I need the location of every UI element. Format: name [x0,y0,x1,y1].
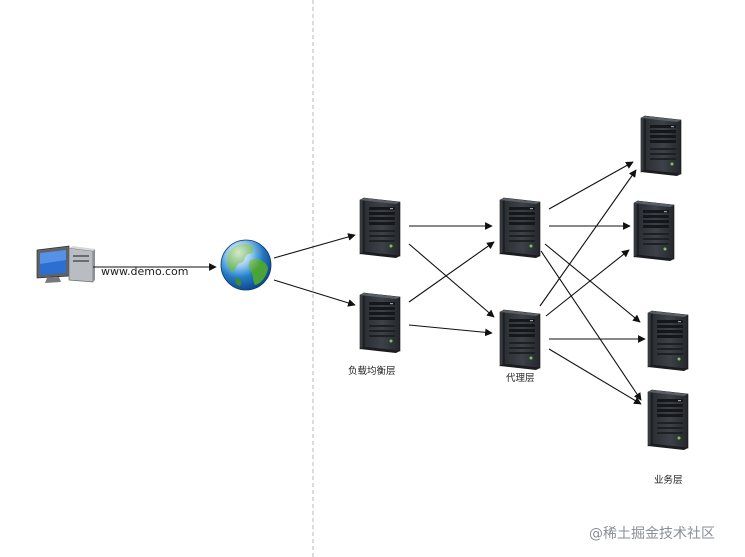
load-balancer-server-icon [359,197,401,259]
url-label: www.demo.com [101,265,188,278]
business-server-icon [640,115,682,177]
arrow-lb2-to-proxy2 [408,324,493,337]
arrow-lb1-to-proxy2 [408,243,495,318]
arrow-proxy2-to-biz2 [545,249,630,317]
client-computer-icon [36,245,95,283]
business-server-icon [633,200,675,262]
business-server-icon [647,389,689,451]
arrow-proxy1-to-biz4 [540,250,642,401]
arrow-internet-to-lb2 [273,279,356,307]
arrow-proxy1-to-biz3 [544,243,641,323]
proxy-layer-label: 代理层 [506,373,535,384]
business-server-icon [647,310,689,372]
arrow-proxy1-to-biz1 [548,161,634,210]
arrow-proxy2-to-biz4 [548,348,642,405]
internet-globe-icon [220,239,272,291]
load-balancer-server-icon [359,292,401,354]
load-balancer-layer-label: 负载均衡层 [348,365,396,377]
watermark-text: @稀土掘金技术社区 [589,526,715,542]
proxy-server-icon [499,309,541,371]
proxy-server-icon [499,197,541,259]
business-layer-label: 业务层 [654,474,683,486]
arrow-lb2-to-proxy1 [408,241,495,303]
arrow-internet-to-lb1 [273,233,356,259]
arrow-proxy2-to-biz1 [539,169,637,307]
